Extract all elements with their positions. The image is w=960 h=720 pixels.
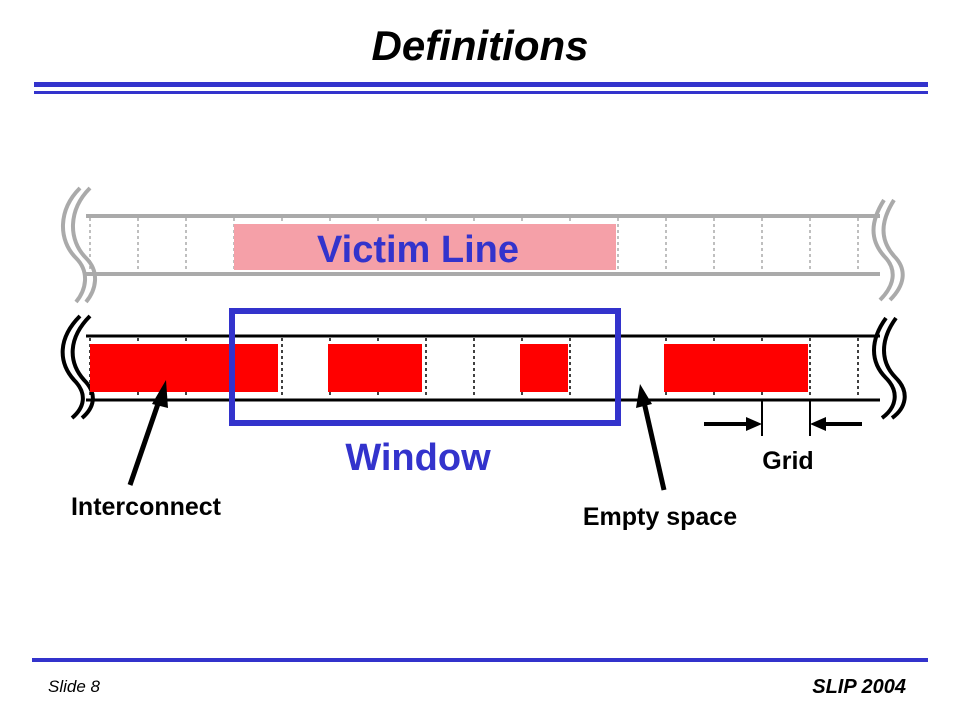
grid-label: Grid xyxy=(762,447,813,475)
conference-label: SLIP 2004 xyxy=(812,676,906,698)
interconnect-label: Interconnect xyxy=(71,493,222,521)
title-rule-bottom xyxy=(34,91,928,94)
slide-title: Definitions xyxy=(371,22,589,69)
empty-space-pointer-arrow xyxy=(636,384,667,491)
interconnect-pointer-arrow xyxy=(127,380,168,486)
victim-line-segment xyxy=(234,224,616,270)
interconnect-segment-4 xyxy=(664,344,808,392)
window-box xyxy=(229,308,621,426)
title-rule-top xyxy=(34,82,928,87)
interconnect-segment-1 xyxy=(90,344,278,392)
grid-dimension-marker xyxy=(704,400,862,436)
victim-line-label: Victim Line xyxy=(317,229,519,271)
empty-space-label: Empty space xyxy=(583,503,737,531)
interconnect-segment-2 xyxy=(328,344,422,392)
window-label: Window xyxy=(345,437,491,479)
slide-number: Slide 8 xyxy=(48,677,100,696)
footer-rule xyxy=(32,658,928,662)
interconnect-segment-3 xyxy=(520,344,568,392)
